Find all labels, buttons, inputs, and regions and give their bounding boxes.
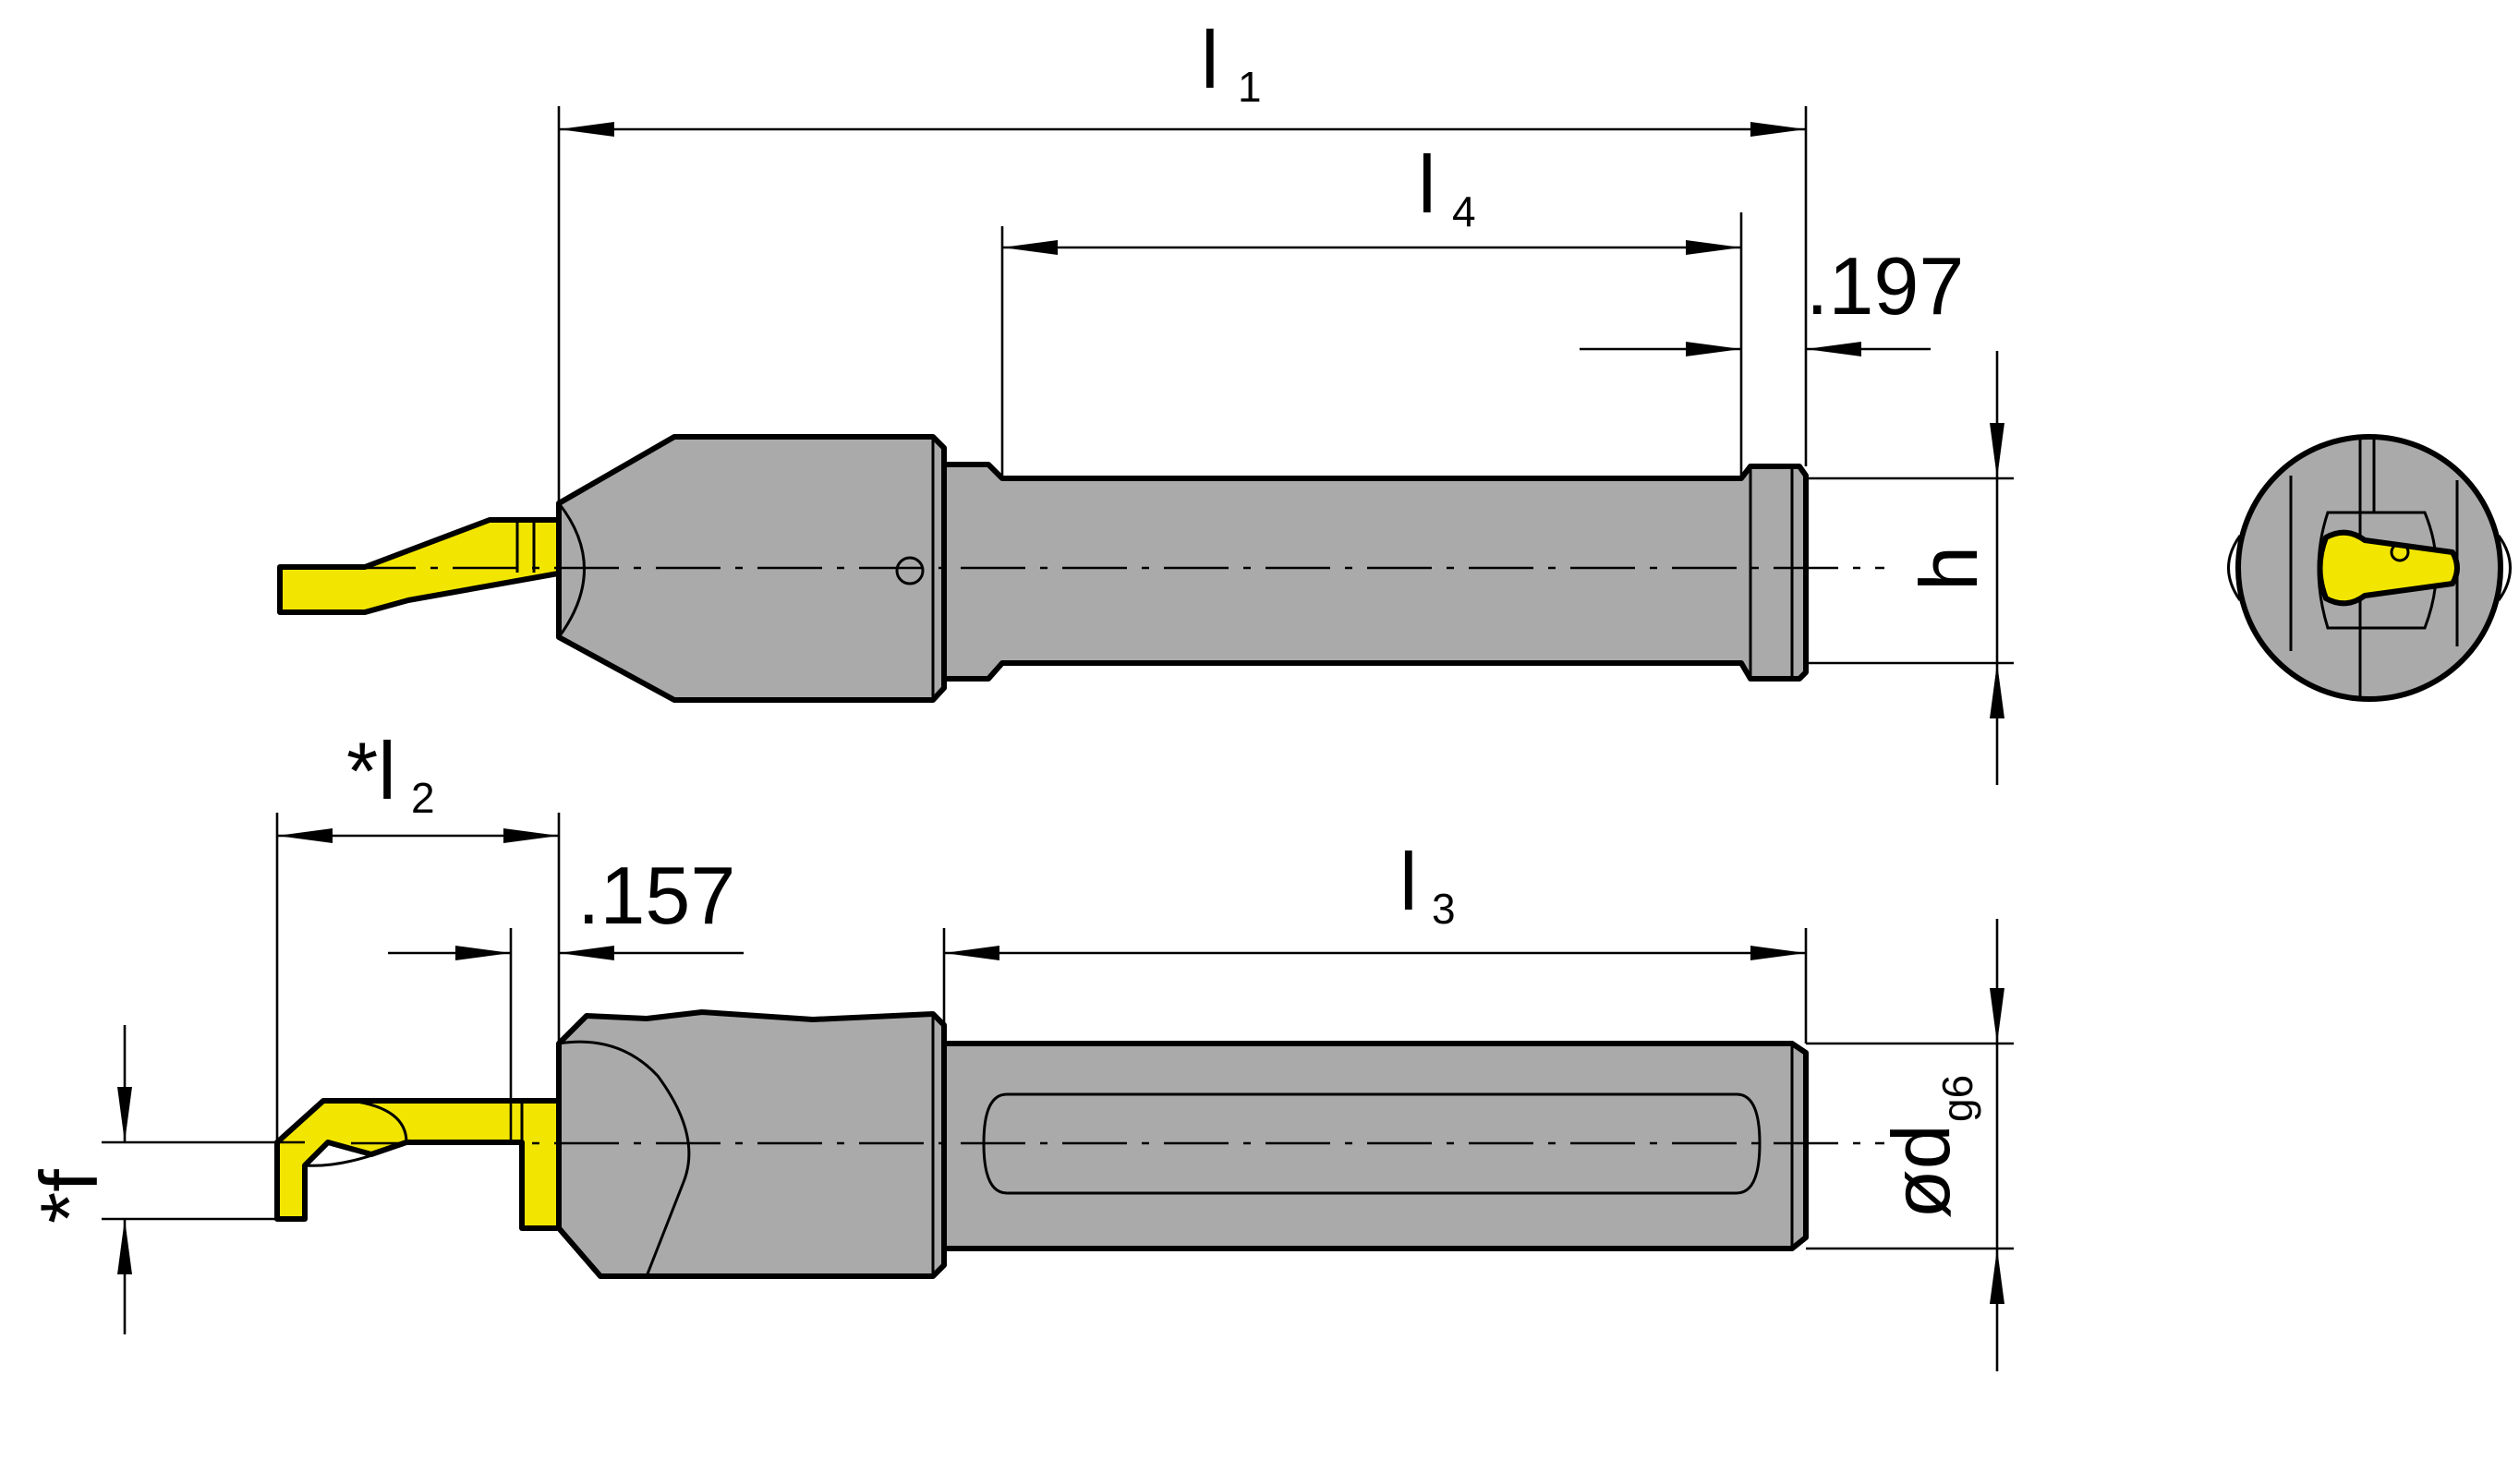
dim-l3-sub: 3 — [1432, 885, 1456, 933]
dim-l1: l 1 — [557, 14, 1808, 503]
dim-l3: l 3 — [942, 836, 1808, 1044]
top-shank — [941, 462, 1809, 682]
dim-d: ød g6 — [1806, 919, 2014, 1371]
insert-edge — [350, 1099, 408, 1143]
dim-157-label: .157 — [577, 850, 735, 941]
dim-l2-sub: 2 — [411, 774, 435, 822]
dim-l4-sub: 4 — [1452, 187, 1476, 235]
end-view-line — [2227, 535, 2242, 601]
dim-157: .157 — [388, 850, 744, 1142]
dim-197-label: .197 — [1806, 240, 1964, 332]
dim-l4: l 4 — [1000, 139, 1743, 478]
dim-197: .197 — [1580, 240, 1964, 356]
dim-d-sub: g6 — [1933, 1075, 1981, 1122]
insert-edge — [304, 1140, 407, 1167]
dim-h: h — [1806, 351, 2014, 785]
bottom-shank — [941, 1041, 1809, 1251]
top-view — [277, 434, 1884, 703]
end-view — [2227, 434, 2512, 702]
top-screw-hole — [895, 556, 925, 585]
dim-l4-label: l — [1418, 139, 1436, 230]
dim-f-label: *f — [23, 1169, 115, 1224]
bottom-shank-flat — [982, 1092, 1762, 1195]
end-view-line — [2497, 535, 2512, 601]
top-insert — [277, 517, 566, 615]
dim-f: *f — [23, 1025, 305, 1334]
dim-l1-label: l — [1201, 14, 1219, 105]
end-view-screw — [2390, 542, 2410, 562]
dim-l2-label: *l — [346, 725, 396, 816]
dim-l3-label: l — [1399, 836, 1418, 927]
head-edge — [558, 1040, 691, 1277]
dim-l2: *l 2 — [275, 725, 561, 1142]
dim-d-label: ød — [1875, 1124, 1967, 1219]
dim-l1-sub: 1 — [1238, 63, 1262, 111]
end-view-insert — [2317, 529, 2460, 607]
dim-h-label: h — [1903, 546, 1994, 591]
bottom-view — [274, 1009, 1884, 1279]
